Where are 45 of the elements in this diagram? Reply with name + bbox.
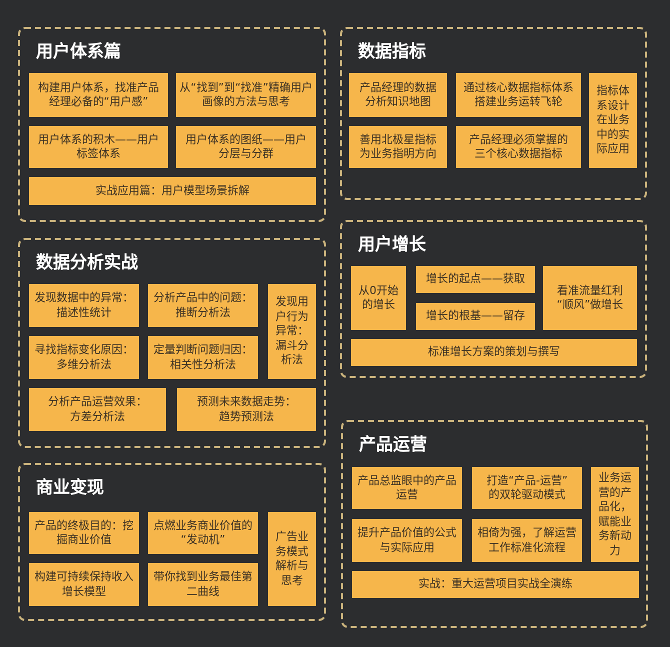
topic-card: 通过核心数据指标体系搭建业务运转飞轮 [456,73,581,117]
topic-card: 增长的起点——获取 [416,266,535,293]
topic-card: 指标体系设计在业务中的实际应用 [589,73,637,168]
topic-card: 分析产品中的问题：推断分析法 [148,284,258,327]
topic-card: 善用北极星指标为业务指明方向 [349,126,447,168]
topic-card: 产品经理必须掌握的三个核心数据指标 [456,126,581,168]
topic-card: 定量判断问题归因：相关性分析法 [148,336,258,379]
topic-card: 从“找到”到“找准”精确用户画像的方法与思考 [176,73,316,117]
topic-card: 发现用户行为异常：漏斗分析法 [268,284,316,379]
section-panel [340,220,647,378]
topic-card: 构建用户体系，找准产品经理必备的“用户感” [29,73,168,117]
topic-card: 寻找指标变化原因：多维分析法 [29,336,139,379]
topic-card: 相倚为强，了解运营工作标准化流程 [472,519,582,562]
topic-card: 用户体系的积木——用户标签体系 [29,126,168,168]
topic-card: 看准流量红利“顺风”做增长 [543,266,637,330]
topic-card: 从0开始的增长 [351,266,406,330]
topic-card: 预测未来数据走势：趋势预测法 [177,388,316,431]
section-panel [18,238,326,448]
topic-card: 打造“产品-运营”的双轮驱动模式 [472,467,582,509]
topic-card: 点燃业务商业价值的“发动机” [148,512,258,554]
topic-card: 标准增长方案的策划与撰写 [351,339,637,366]
topic-card: 增长的根基——留存 [416,303,535,330]
topic-card: 实战应用篇：用户模型场景拆解 [29,177,316,205]
section-title: 用户增长 [358,234,426,256]
topic-card: 构建可持续保持收入增长模型 [29,563,139,606]
section-title: 商业变现 [36,477,104,499]
topic-card: 产品的终极目的：挖掘商业价值 [29,512,139,554]
topic-card: 分析产品运营效果：方差分析法 [29,388,166,431]
section-panel [18,463,326,621]
topic-card: 产品总监眼中的产品运营 [352,467,462,509]
topic-card: 带你找到业务最佳第二曲线 [148,563,258,606]
section-panel [341,420,648,628]
topic-card: 广告业务模式解析与思考 [268,512,316,606]
topic-card: 业务运营的产品化，赋能业务新动力 [591,467,639,562]
topic-card: 产品经理的数据分析知识地图 [349,73,447,117]
section-panel [18,27,326,222]
section-title: 用户体系篇 [36,41,121,63]
section-panel [340,27,647,200]
section-title: 数据分析实战 [36,252,138,274]
topic-card: 发现数据中的异常：描述性统计 [29,284,139,327]
section-title: 产品运营 [359,434,427,456]
section-title: 数据指标 [358,41,426,63]
topic-card: 提升产品价值的公式与实际应用 [352,519,462,562]
topic-card: 实战：重大运营项目实战全演练 [352,571,639,598]
topic-card: 用户体系的图纸——用户分层与分群 [176,126,316,168]
